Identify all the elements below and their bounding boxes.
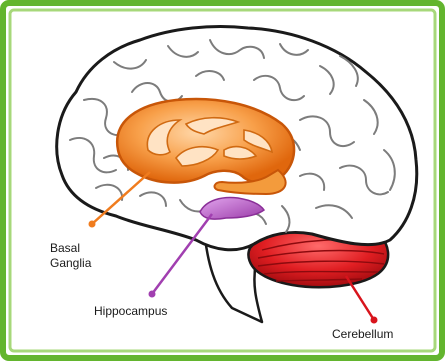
label-basal-ganglia-line1: Basal — [50, 241, 80, 255]
label-cerebellum: Cerebellum — [332, 327, 393, 341]
label-basal-ganglia-line2: Ganglia — [50, 256, 92, 270]
pointer-cerebellum — [346, 276, 378, 324]
label-hippocampus: Hippocampus — [94, 304, 167, 318]
